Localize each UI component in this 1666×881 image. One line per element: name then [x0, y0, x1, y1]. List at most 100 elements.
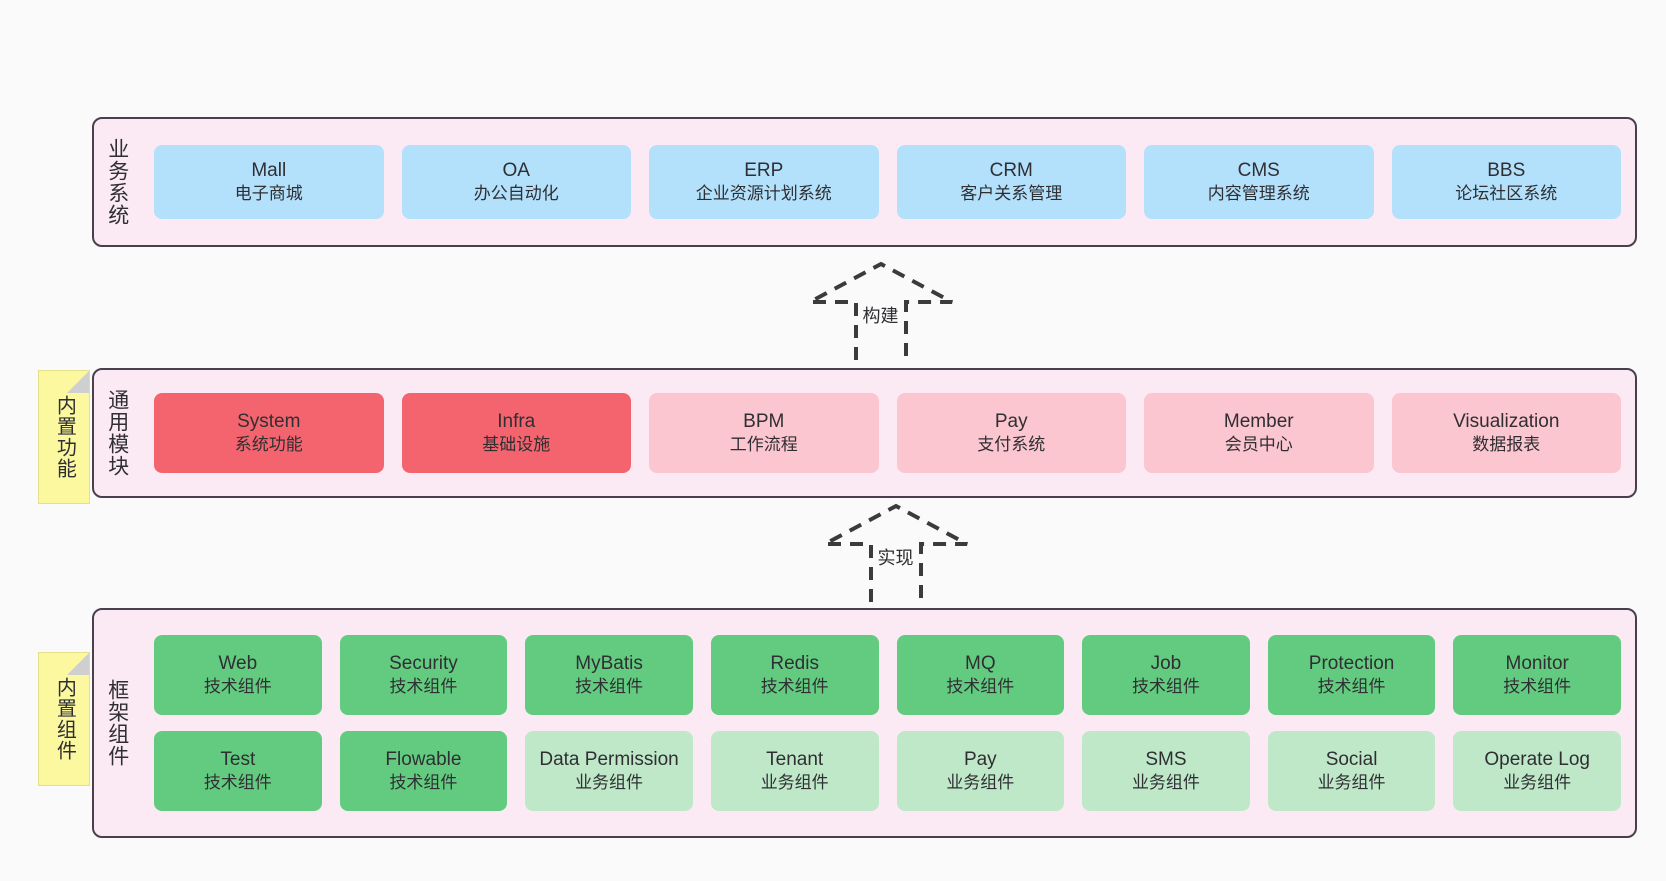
card-tenant-title: Tenant	[766, 748, 824, 770]
card-visualization-title: Visualization	[1453, 410, 1560, 432]
card-bpm-title: BPM	[743, 410, 785, 432]
card-flowable-desc: 技术组件	[389, 773, 458, 793]
card-oa-desc: 办公自动化	[473, 184, 559, 204]
card-pay-component[interactable]: Pay 业务组件	[896, 731, 1065, 811]
card-flowable[interactable]: Flowable 技术组件	[339, 731, 508, 811]
card-web[interactable]: Web 技术组件	[154, 635, 322, 715]
layer-common-modules: 通用模块 System 系统功能 Infra 基础设施 BPM 工作流程 Pay…	[92, 368, 1637, 498]
card-tenant[interactable]: Tenant 业务组件	[710, 731, 879, 811]
card-mq-desc: 技术组件	[946, 677, 1015, 697]
card-social-desc: 业务组件	[1317, 773, 1386, 793]
card-protection-desc: 技术组件	[1317, 677, 1386, 697]
card-crm[interactable]: CRM 客户关系管理	[896, 145, 1126, 219]
card-security-title: Security	[389, 652, 458, 674]
framework-card-row-2: Test 技术组件 Flowable 技术组件 Data Permission …	[154, 731, 1621, 811]
card-mq[interactable]: MQ 技术组件	[896, 635, 1065, 715]
card-bpm[interactable]: BPM 工作流程	[649, 393, 879, 473]
layer-framework-body: Web 技术组件 Security 技术组件 MyBatis 技术组件 Redi…	[140, 610, 1635, 836]
card-protection[interactable]: Protection 技术组件	[1267, 635, 1436, 715]
card-erp-desc: 企业资源计划系统	[695, 184, 832, 204]
card-test[interactable]: Test 技术组件	[154, 731, 322, 811]
card-job-title: Job	[1150, 652, 1182, 674]
card-cms-title: CMS	[1237, 159, 1280, 181]
card-oa[interactable]: OA 办公自动化	[401, 145, 631, 219]
card-member-desc: 会员中心	[1224, 435, 1293, 455]
card-monitor-title: Monitor	[1505, 652, 1569, 674]
card-monitor[interactable]: Monitor 技术组件	[1453, 635, 1621, 715]
sticky-note-builtin-features: 内置功能	[38, 370, 90, 504]
card-infra-desc: 基础设施	[482, 435, 551, 455]
card-mall[interactable]: Mall 电子商城	[154, 145, 384, 219]
card-member-title: Member	[1223, 410, 1294, 432]
card-oa-title: OA	[502, 159, 530, 181]
card-bbs-desc: 论坛社区系统	[1455, 184, 1558, 204]
card-pay-module-desc: 支付系统	[977, 435, 1046, 455]
card-member[interactable]: Member 会员中心	[1144, 393, 1374, 473]
card-system-desc: 系统功能	[234, 435, 303, 455]
card-pay-component-desc: 业务组件	[946, 773, 1015, 793]
sticky-note-builtin-features-label: 内置功能	[53, 395, 76, 479]
sticky-note-builtin-components: 内置组件	[38, 652, 90, 786]
card-social-title: Social	[1325, 748, 1378, 770]
card-monitor-desc: 技术组件	[1503, 677, 1572, 697]
card-bbs[interactable]: BBS 论坛社区系统	[1391, 145, 1621, 219]
card-test-title: Test	[220, 748, 256, 770]
layer-business-systems: 业务系统 Mall 电子商城 OA 办公自动化 ERP 企业资源计划系统 CRM…	[92, 117, 1637, 247]
card-tenant-desc: 业务组件	[760, 773, 829, 793]
card-operate-log-desc: 业务组件	[1503, 773, 1572, 793]
layer-modules-label: 通用模块	[105, 389, 129, 477]
card-sms[interactable]: SMS 业务组件	[1082, 731, 1250, 811]
business-card-row: Mall 电子商城 OA 办公自动化 ERP 企业资源计划系统 CRM 客户关系…	[154, 145, 1621, 219]
card-social[interactable]: Social 业务组件	[1267, 731, 1436, 811]
framework-card-row-1: Web 技术组件 Security 技术组件 MyBatis 技术组件 Redi…	[154, 635, 1621, 715]
card-cms[interactable]: CMS 内容管理系统	[1144, 145, 1374, 219]
card-redis-desc: 技术组件	[760, 677, 829, 697]
card-sms-desc: 业务组件	[1131, 773, 1200, 793]
card-erp[interactable]: ERP 企业资源计划系统	[649, 145, 879, 219]
layer-framework-label: 框架组件	[105, 679, 129, 767]
card-pay-module[interactable]: Pay 支付系统	[896, 393, 1126, 473]
connector-build: 构建	[796, 260, 966, 360]
card-web-title: Web	[218, 652, 258, 674]
card-pay-module-title: Pay	[994, 410, 1028, 432]
card-data-permission-desc: 业务组件	[575, 773, 644, 793]
card-infra-title: Infra	[497, 410, 536, 432]
card-pay-component-title: Pay	[963, 748, 997, 770]
card-mybatis-title: MyBatis	[575, 652, 643, 674]
card-job-desc: 技术组件	[1131, 677, 1200, 697]
card-redis[interactable]: Redis 技术组件	[710, 635, 879, 715]
card-mybatis-desc: 技术组件	[575, 677, 644, 697]
card-operate-log[interactable]: Operate Log 业务组件	[1453, 731, 1621, 811]
card-system-title: System	[237, 410, 301, 432]
card-bbs-title: BBS	[1487, 159, 1526, 181]
card-security[interactable]: Security 技术组件	[339, 635, 508, 715]
card-flowable-title: Flowable	[385, 748, 462, 770]
connector-implement: 实现	[811, 502, 981, 602]
card-visualization-desc: 数据报表	[1472, 435, 1541, 455]
card-erp-title: ERP	[744, 159, 784, 181]
layer-modules-body: System 系统功能 Infra 基础设施 BPM 工作流程 Pay 支付系统…	[140, 370, 1635, 496]
card-security-desc: 技术组件	[389, 677, 458, 697]
card-system[interactable]: System 系统功能	[154, 393, 384, 473]
card-job[interactable]: Job 技术组件	[1082, 635, 1250, 715]
card-mall-desc: 电子商城	[234, 184, 303, 204]
card-crm-desc: 客户关系管理	[960, 184, 1063, 204]
card-test-desc: 技术组件	[203, 773, 272, 793]
card-crm-title: CRM	[989, 159, 1033, 181]
layer-framework-components: 框架组件 Web 技术组件 Security 技术组件 MyBatis 技术组件…	[92, 608, 1637, 838]
card-bpm-desc: 工作流程	[729, 435, 798, 455]
sticky-note-builtin-components-label: 内置组件	[53, 677, 76, 761]
card-redis-title: Redis	[770, 652, 819, 674]
card-data-permission[interactable]: Data Permission 业务组件	[525, 731, 693, 811]
card-web-desc: 技术组件	[203, 677, 272, 697]
card-infra[interactable]: Infra 基础设施	[401, 393, 631, 473]
card-mq-title: MQ	[965, 652, 996, 674]
card-visualization[interactable]: Visualization 数据报表	[1391, 393, 1621, 473]
layer-business-body: Mall 电子商城 OA 办公自动化 ERP 企业资源计划系统 CRM 客户关系…	[140, 119, 1635, 245]
card-protection-title: Protection	[1308, 652, 1395, 674]
layer-business-label: 业务系统	[105, 138, 129, 226]
modules-card-row: System 系统功能 Infra 基础设施 BPM 工作流程 Pay 支付系统…	[154, 393, 1621, 473]
card-mybatis[interactable]: MyBatis 技术组件	[525, 635, 693, 715]
card-data-permission-title: Data Permission	[539, 748, 679, 770]
